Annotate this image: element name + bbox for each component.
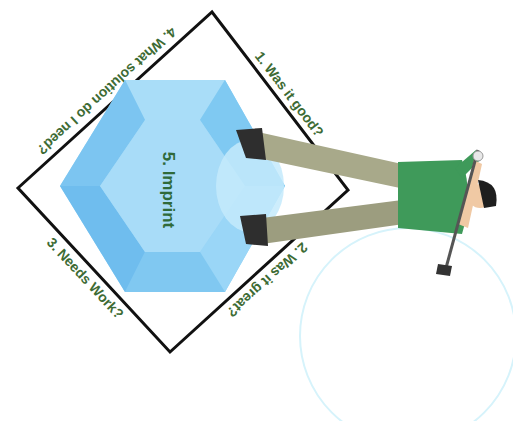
gem-facet [60, 80, 285, 292]
step-label: 5. Imprint [158, 152, 178, 229]
club-head [436, 264, 452, 276]
golfer-shoe [236, 128, 266, 160]
golfer-shoe [240, 214, 268, 246]
golfer-cap [478, 180, 497, 208]
step-question: 1. Was it good? [251, 48, 326, 139]
frame-diamond: 1. Was it good?2. Was it great?3. Needs … [10, 5, 355, 360]
gem-highlight [216, 140, 284, 232]
imprint-gem: 5. Imprint [50, 80, 285, 292]
golfer-leg [262, 200, 404, 244]
golfer-shirt [398, 160, 468, 234]
golfer-arm [458, 160, 482, 228]
golf-club [446, 150, 478, 268]
golfer-arm [455, 150, 482, 178]
diamond-border [18, 12, 348, 352]
golf-ball [300, 228, 513, 421]
golfer-head [468, 184, 492, 208]
golfer-leg [258, 132, 402, 188]
golfer-glove [473, 151, 483, 161]
